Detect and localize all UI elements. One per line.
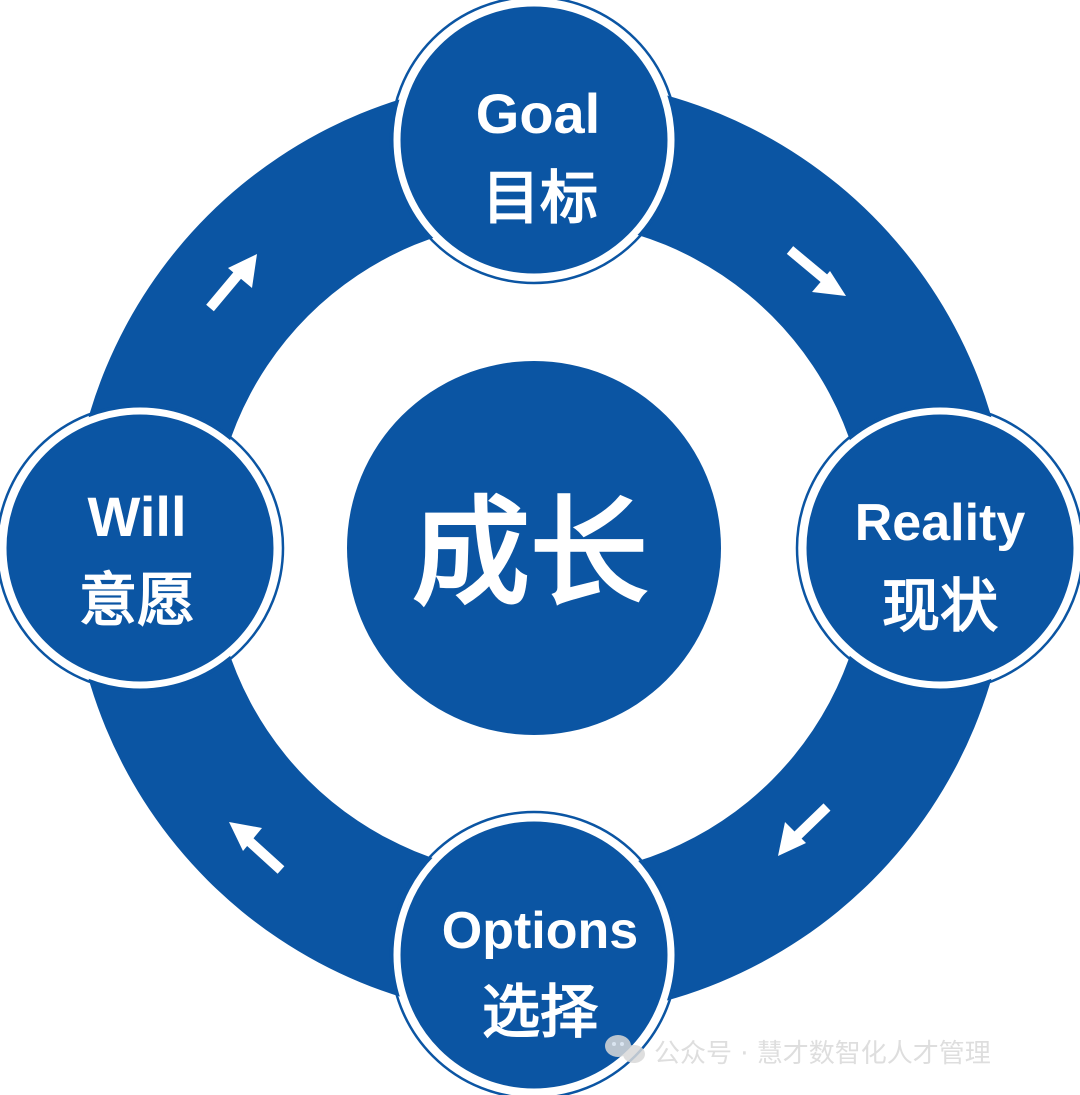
wechat-icon bbox=[605, 1035, 645, 1063]
node-will-en: Will bbox=[87, 485, 186, 548]
node-reality: Reality 现状 bbox=[795, 403, 1080, 693]
center-circle bbox=[347, 361, 721, 735]
node-will-zh: 意愿 bbox=[79, 566, 195, 634]
node-goal-zh: 目标 bbox=[482, 164, 598, 232]
watermark: 公众号 · 慧才数智化人才管理 bbox=[605, 1035, 991, 1069]
watermark-text: 公众号 · 慧才数智化人才管理 bbox=[654, 1039, 991, 1069]
node-reality-zh: 现状 bbox=[882, 572, 999, 640]
arrow-reality-to-options bbox=[778, 803, 831, 856]
arrow-goal-to-reality bbox=[786, 246, 846, 296]
node-will: Will 意愿 bbox=[0, 403, 285, 693]
node-goal-en: Goal bbox=[476, 82, 600, 145]
center-label: 成长 bbox=[412, 484, 648, 622]
arrow-options-to-will bbox=[229, 822, 285, 874]
node-options-en: Options bbox=[442, 902, 638, 960]
cycle-ring bbox=[70, 78, 1010, 1018]
node-options: Options 选择 bbox=[389, 810, 679, 1095]
node-goal: Goal 目标 bbox=[389, 0, 679, 285]
node-reality-en: Reality bbox=[855, 494, 1026, 552]
arrow-will-to-goal bbox=[206, 254, 257, 312]
node-options-zh: 选择 bbox=[482, 978, 599, 1046]
